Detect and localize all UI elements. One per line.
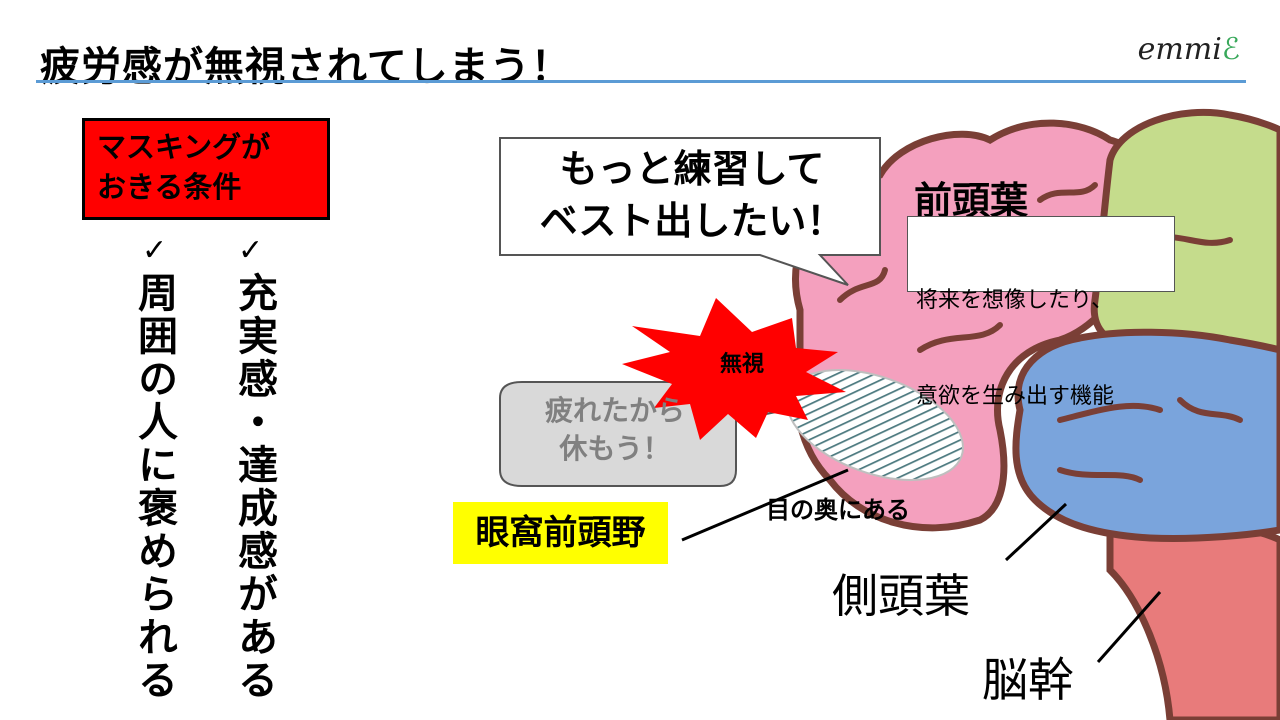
- logo-text: emmi: [1137, 32, 1222, 67]
- brain-sulci: [837, 182, 1243, 483]
- frontal-lobe-label: 前頭葉: [914, 179, 1029, 223]
- brainstem-label: 脳幹: [982, 653, 1074, 707]
- orbitofrontal-label: 眼窩前頭野: [453, 502, 668, 564]
- fatigue-line-1: 疲れたから: [544, 394, 685, 427]
- ignore-label: 無視: [720, 352, 765, 377]
- fatigue-line-2: 休もう！: [559, 432, 671, 465]
- logo-mark-icon: ℰ: [1221, 32, 1240, 67]
- title-underline: [36, 80, 1246, 83]
- condition-item-achievement: 充実感・達成感がある: [231, 272, 277, 702]
- frontal-desc-line-1: 将来を想像したり、: [916, 288, 1114, 313]
- check-icon: ✓: [142, 233, 168, 268]
- masking-conditions-box: マスキングが おきる条件: [82, 118, 330, 220]
- fatigue-bubble-text: 疲れたから 休もう！: [510, 392, 720, 468]
- stem-leader-line: [1096, 591, 1162, 663]
- frontal-desc-line-2: 意欲を生み出す機能: [916, 384, 1115, 409]
- speech-line-1: もっと練習して: [559, 147, 825, 191]
- check-icon: ✓: [238, 233, 264, 268]
- temporal-lobe-label: 側頭葉: [832, 569, 970, 623]
- brand-logo: emmiℰ: [1138, 32, 1240, 67]
- condition-item-praise: 周囲の人に褒められる: [131, 272, 177, 702]
- conditions-heading-line-2: おきる条件: [97, 170, 242, 204]
- ignore-burst-icon: [622, 298, 846, 440]
- speech-line-2: ベスト出したい！: [539, 199, 845, 243]
- speech-bubble-text: もっと練習して ベスト出したい！: [512, 143, 872, 247]
- orbitofrontal-note: 目の奥にある: [766, 496, 910, 524]
- temporal-leader-line: [1004, 502, 1068, 562]
- conditions-heading-line-1: マスキングが: [97, 130, 271, 164]
- speech-bubble: [499, 137, 881, 286]
- ofc-leader-line: [681, 468, 849, 542]
- frontal-lobe-description: 将来を想像したり、 意欲を生み出す機能: [907, 216, 1175, 409]
